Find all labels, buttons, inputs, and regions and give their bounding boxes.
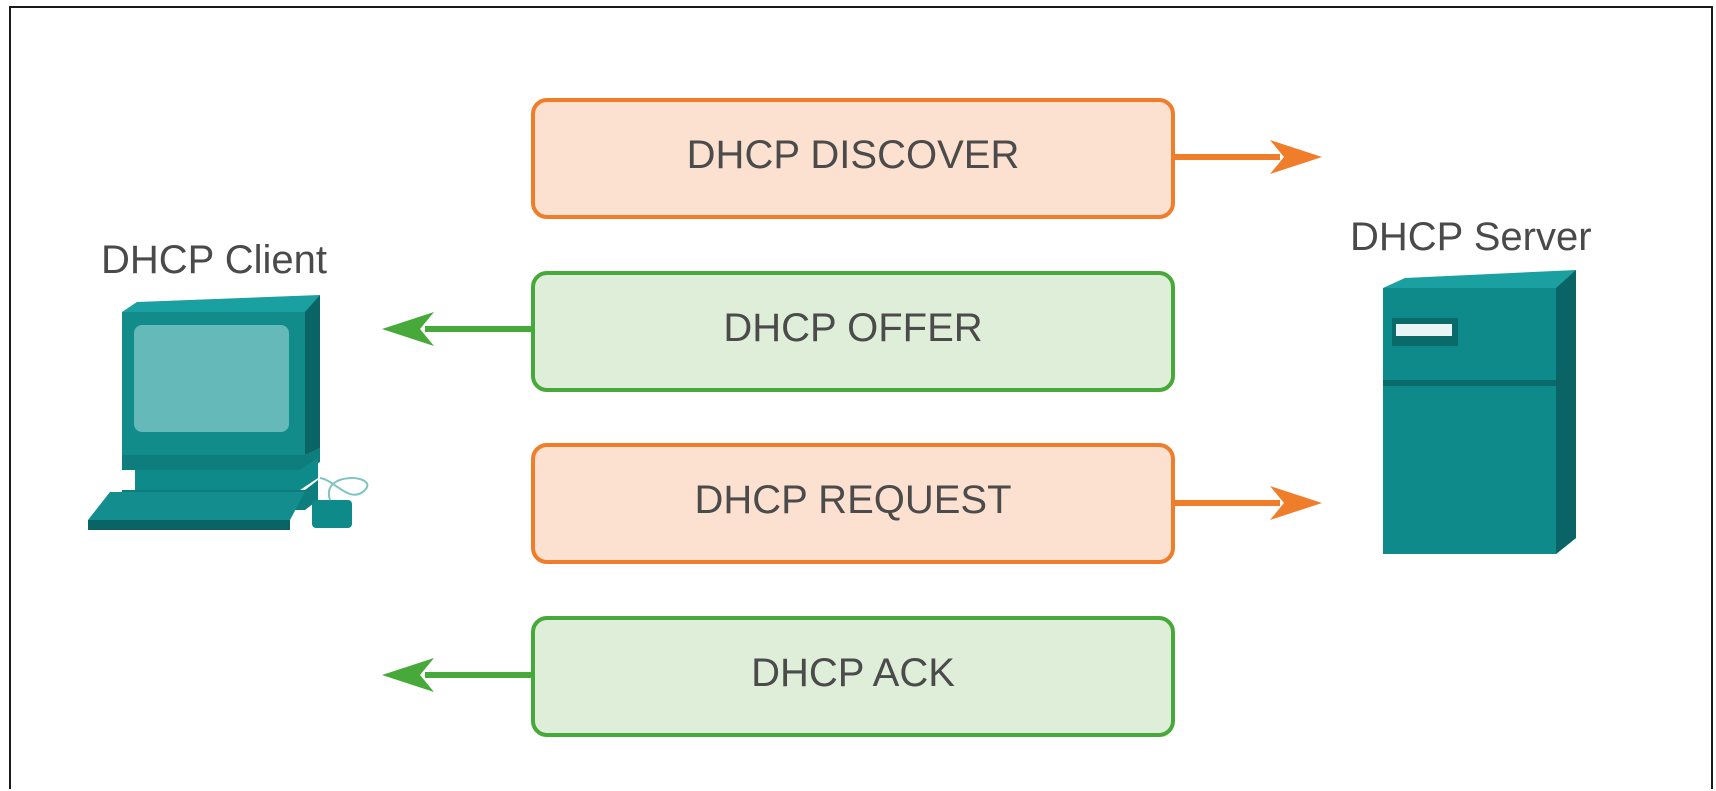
arrow-ack-to-client [382,658,531,692]
message-offer-label: DHCP OFFER [723,306,983,350]
message-offer: DHCP OFFER [531,271,1175,392]
server-label: DHCP Server [1350,215,1592,259]
server-icon [1383,270,1576,554]
diagram-frame [9,6,1713,789]
arrow-offer-to-client [382,312,531,346]
client-label: DHCP Client [101,238,327,282]
message-request: DHCP REQUEST [531,443,1175,564]
computer-icon [88,295,369,530]
message-ack-label: DHCP ACK [751,651,955,695]
arrow-discover-to-server [1175,140,1322,174]
message-discover-label: DHCP DISCOVER [686,133,1020,177]
arrows [382,140,1322,692]
arrow-request-to-server [1175,486,1322,520]
message-ack: DHCP ACK [531,616,1175,737]
message-discover: DHCP DISCOVER [531,98,1175,219]
message-request-label: DHCP REQUEST [694,478,1012,522]
